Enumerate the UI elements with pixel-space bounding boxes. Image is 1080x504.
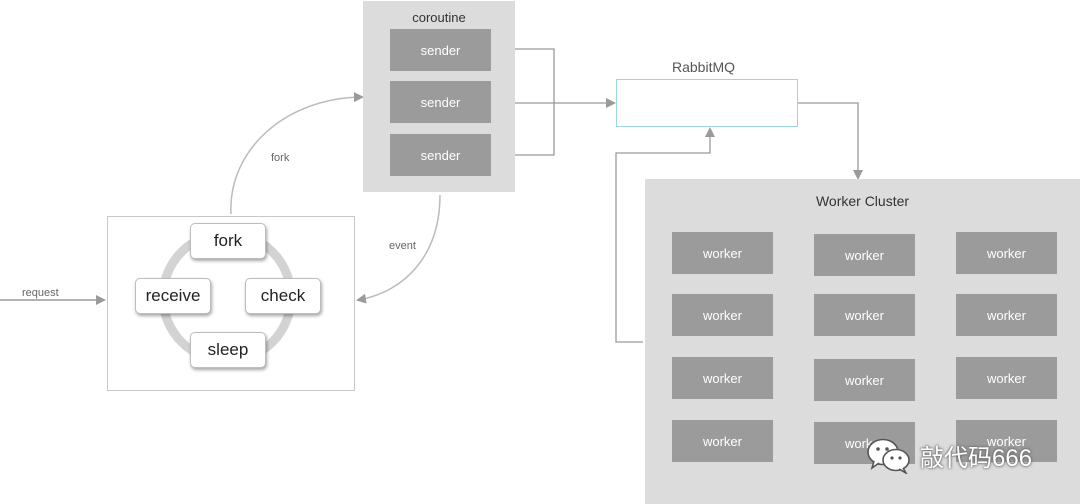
event-label: event <box>389 240 416 252</box>
request-label: request <box>22 287 59 299</box>
worker-cluster-title: Worker Cluster <box>815 193 910 209</box>
rabbitmq-box <box>616 79 798 127</box>
fork-label: fork <box>271 152 290 164</box>
wechat-icon <box>867 438 910 474</box>
state-receive: receive <box>135 278 211 314</box>
state-fork: fork <box>190 223 266 259</box>
mq-to-cluster-connector <box>797 102 863 180</box>
coroutine-title: coroutine <box>412 10 466 25</box>
rabbitmq-title: RabbitMQ <box>672 59 736 75</box>
worker-box: worker <box>814 359 915 401</box>
worker-box: worker <box>814 294 915 336</box>
worker-box: worker <box>672 357 773 399</box>
watermark-text: 敲代码666 <box>920 444 1033 472</box>
event-curve <box>356 194 441 304</box>
worker-box: worker <box>956 420 1057 462</box>
sender-box: sender <box>390 81 491 123</box>
worker-box: worker <box>672 232 773 274</box>
fork-curve <box>230 92 364 215</box>
worker-box: worker <box>956 294 1057 336</box>
state-sleep: sleep <box>190 332 266 368</box>
state-check: check <box>245 278 321 314</box>
worker-box: worker <box>956 357 1057 399</box>
event-loop-frame: fork receive check sleep <box>107 216 355 391</box>
sender-box: sender <box>390 134 491 176</box>
coroutine-panel: coroutine sender sender sender <box>363 1 515 192</box>
worker-box: worker <box>672 420 773 462</box>
worker-box: worker <box>956 232 1057 274</box>
worker-box: worker <box>672 294 773 336</box>
worker-box: worker <box>814 234 915 276</box>
sender-box: sender <box>390 29 491 71</box>
worker-cluster-panel: Worker Cluster worker worker worker work… <box>645 179 1080 504</box>
watermark: 敲代码666 <box>866 436 1032 474</box>
cluster-to-mq-connector <box>615 127 715 343</box>
